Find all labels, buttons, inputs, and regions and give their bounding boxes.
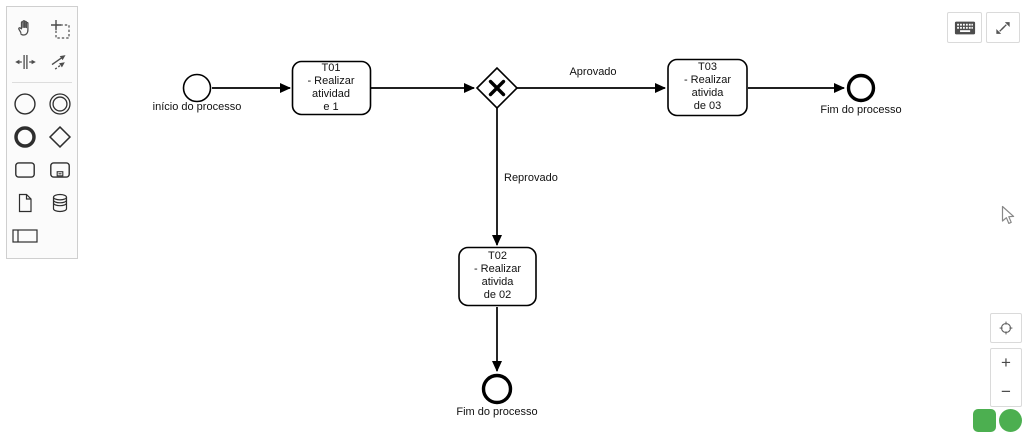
diamond-icon [48, 125, 71, 148]
zoom-out-button[interactable]: − [1001, 381, 1011, 401]
task-t01-shape[interactable] [291, 60, 372, 116]
task-t03-label: T03 - Realizar ativida de 03 [683, 61, 732, 112]
start-event-shape[interactable] [182, 73, 212, 103]
create-data-store[interactable] [42, 186, 77, 219]
keyboard-shortcuts-button[interactable] [947, 12, 982, 43]
lasso-tool[interactable] [42, 12, 77, 45]
end-event-top-shape[interactable] [846, 73, 876, 103]
space-icon [14, 54, 36, 69]
flow-label-aprovado[interactable]: Aprovado [569, 66, 617, 78]
create-subprocess[interactable] [42, 153, 77, 186]
xor-marker-icon [488, 79, 506, 97]
crosshair-icon [999, 321, 1013, 335]
flow-label-reprovado[interactable]: Reprovado [504, 172, 558, 184]
create-start-event[interactable] [7, 87, 42, 120]
end-event-bottom-shape[interactable] [481, 373, 513, 405]
logo-square-icon [973, 409, 996, 432]
tool-palette [6, 6, 78, 259]
task-t03-shape[interactable] [667, 58, 748, 117]
task-t02-label: T02 - Realizar ativida de 02 [473, 250, 522, 301]
space-tool[interactable] [7, 45, 42, 78]
exclusive-gateway-shape[interactable] [475, 66, 519, 110]
keyboard-icon [954, 21, 975, 34]
end-event-bottom-label[interactable]: Fim do processo [456, 406, 538, 418]
task-t02-shape[interactable] [458, 246, 537, 307]
document-icon [18, 193, 32, 212]
double-circle-icon [48, 92, 71, 115]
thick-circle-icon [13, 125, 36, 148]
mouse-cursor-icon [1001, 205, 1015, 224]
zoom-controls: + − [990, 348, 1022, 407]
create-data-object[interactable] [7, 186, 42, 219]
database-icon [52, 193, 67, 212]
task-t01-label: T01 - Realizar atividad e 1 [307, 61, 355, 113]
zoom-in-button[interactable]: + [1001, 353, 1011, 373]
create-intermediate-event[interactable] [42, 87, 77, 120]
hand-icon [17, 19, 29, 36]
thin-circle-icon [13, 92, 36, 115]
create-task[interactable] [7, 153, 42, 186]
app-logo[interactable] [973, 409, 1023, 435]
rounded-rect-icon [14, 161, 35, 178]
pool-icon [11, 228, 38, 243]
reset-viewport-button[interactable] [990, 313, 1022, 343]
start-event-label[interactable]: início do processo [152, 101, 242, 113]
connect-arrow-icon [51, 54, 66, 70]
global-connect-tool[interactable] [42, 45, 77, 78]
subprocess-icon [49, 161, 70, 178]
create-end-event[interactable] [7, 120, 42, 153]
logo-circle-icon [999, 409, 1022, 432]
fullscreen-button[interactable] [986, 12, 1020, 43]
hand-tool[interactable] [7, 12, 42, 45]
create-participant[interactable] [7, 219, 42, 252]
create-gateway[interactable] [42, 120, 77, 153]
palette-separator [12, 82, 72, 83]
lasso-icon [50, 19, 70, 39]
fullscreen-icon [996, 21, 1010, 34]
end-event-top-label[interactable]: Fim do processo [820, 104, 902, 116]
